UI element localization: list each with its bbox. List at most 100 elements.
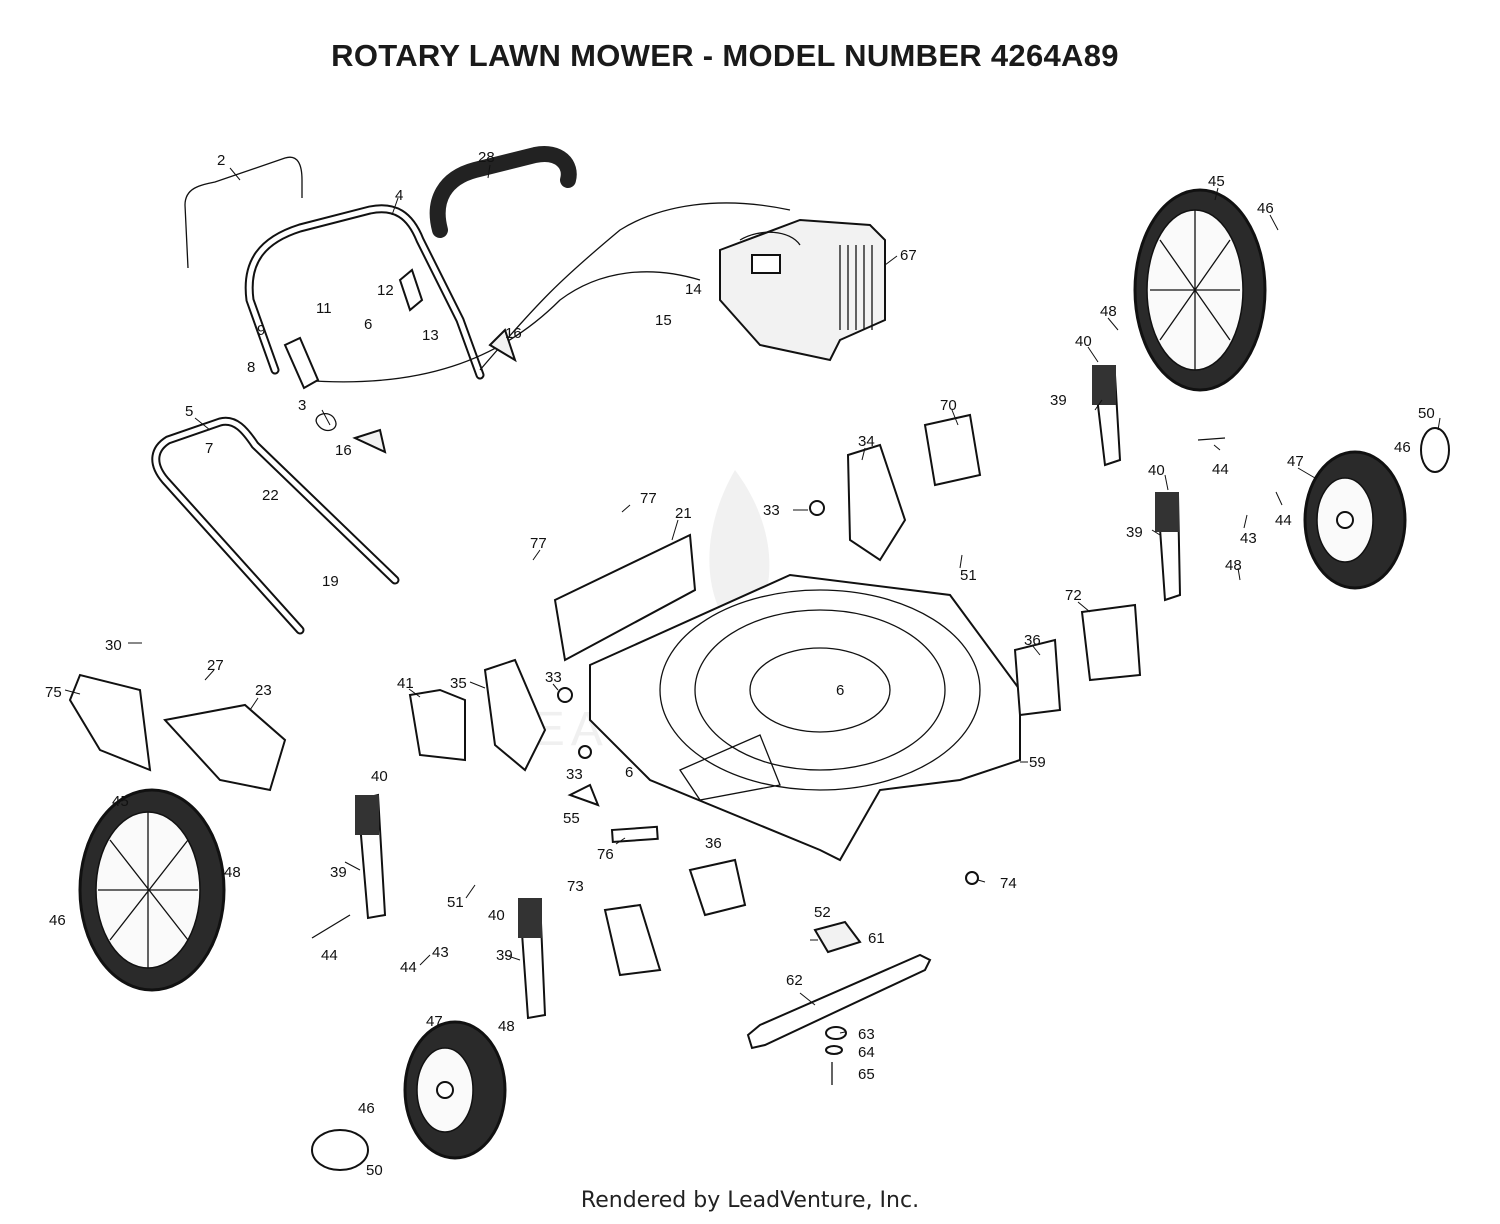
callout-33: 33 <box>763 502 780 519</box>
height-adjuster-front <box>518 898 547 1020</box>
callout-labels: 2 28 4 67 45 46 12 11 6 13 14 15 16 9 8 … <box>45 149 1435 1179</box>
callout-77: 77 <box>530 535 547 552</box>
bolt-44-left <box>311 914 351 939</box>
callout-64: 64 <box>858 1044 875 1061</box>
washer-64 <box>825 1045 843 1055</box>
callout-15: 15 <box>655 312 672 329</box>
callout-47: 47 <box>426 1013 443 1030</box>
callout-6: 6 <box>625 764 633 781</box>
callout-16: 16 <box>505 325 522 342</box>
callout-21: 21 <box>675 505 692 522</box>
callout-45: 45 <box>1208 173 1225 190</box>
callout-39: 39 <box>496 947 513 964</box>
callout-44: 44 <box>1212 461 1229 478</box>
callout-65: 65 <box>858 1066 875 1083</box>
callout-48: 48 <box>1225 557 1242 574</box>
callout-75: 75 <box>45 684 62 701</box>
callout-14: 14 <box>685 281 702 298</box>
front-wheel-right <box>1303 450 1407 590</box>
blade-adapter <box>813 920 862 954</box>
callout-55: 55 <box>563 810 580 827</box>
callout-19: 19 <box>322 573 339 590</box>
handle-grip <box>429 146 577 238</box>
callout-72: 72 <box>1065 587 1082 604</box>
wheel-bracket-35 <box>483 658 547 772</box>
callout-46: 46 <box>1257 200 1274 217</box>
callout-12: 12 <box>377 282 394 299</box>
throttle-cable <box>299 271 701 383</box>
nut-33-center <box>578 745 592 759</box>
callout-40: 40 <box>1148 462 1165 479</box>
callout-63: 63 <box>858 1026 875 1043</box>
callout-50: 50 <box>366 1162 383 1179</box>
callout-44: 44 <box>400 959 417 976</box>
callout-39: 39 <box>1050 392 1067 409</box>
callout-9: 9 <box>257 322 265 339</box>
callout-44: 44 <box>1275 512 1292 529</box>
callout-30: 30 <box>105 637 122 654</box>
discharge-door-76 <box>610 825 659 844</box>
bolt-44-top <box>1197 437 1226 441</box>
control-bail <box>184 156 303 269</box>
callout-28: 28 <box>478 149 495 166</box>
footer-credit: Rendered by LeadVenture, Inc. <box>580 1188 920 1213</box>
handle-bracket <box>283 336 320 390</box>
engine <box>719 218 886 362</box>
callout-74: 74 <box>1000 875 1017 892</box>
callout-59: 59 <box>1029 754 1046 771</box>
upper-handle <box>244 204 485 380</box>
callout-73: 73 <box>567 878 584 895</box>
callout-40: 40 <box>371 768 388 785</box>
callout-52: 52 <box>814 904 831 921</box>
knob-lower <box>352 428 387 454</box>
washer-63 <box>825 1026 847 1040</box>
discharge-chute <box>163 703 287 792</box>
callout-51: 51 <box>960 567 977 584</box>
callout-48: 48 <box>1100 303 1117 320</box>
callout-77: 77 <box>640 490 657 507</box>
callout-35: 35 <box>450 675 467 692</box>
callout-23: 23 <box>255 682 272 699</box>
callout-41: 41 <box>397 675 414 692</box>
callout-36: 36 <box>705 835 722 852</box>
callout-33: 33 <box>545 669 562 686</box>
leader-lines <box>64 164 1441 1034</box>
callout-50: 50 <box>1418 405 1435 422</box>
axle-plate-73 <box>603 903 662 977</box>
callout-34: 34 <box>858 433 875 450</box>
wheel-bracket-34 <box>846 443 907 562</box>
callout-70: 70 <box>940 397 957 414</box>
callout-6: 6 <box>364 316 372 333</box>
callout-13: 13 <box>422 327 439 344</box>
nut-33-deck <box>557 687 573 703</box>
callout-48: 48 <box>224 864 241 881</box>
callout-47: 47 <box>1287 453 1304 470</box>
callout-33: 33 <box>566 766 583 783</box>
rear-baffle <box>553 533 697 662</box>
mulch-plug-55 <box>567 783 600 807</box>
callout-76: 76 <box>597 846 614 863</box>
callout-61: 61 <box>868 930 885 947</box>
cutting-blade <box>746 953 932 1050</box>
rear-wheel-left <box>78 788 226 992</box>
control-cable <box>479 202 791 371</box>
callout-5: 5 <box>185 403 193 420</box>
rear-wheel-right <box>1133 188 1267 392</box>
axle-plate-72 <box>1080 603 1142 682</box>
callout-62: 62 <box>786 972 803 989</box>
callout-7: 7 <box>205 440 213 457</box>
hubcap-50-left <box>311 1129 369 1171</box>
callout-3: 3 <box>298 397 306 414</box>
callout-8: 8 <box>247 359 255 376</box>
nut-74 <box>965 871 979 885</box>
callout-48: 48 <box>498 1018 515 1035</box>
height-adjuster-right <box>1155 492 1182 602</box>
callout-40: 40 <box>1075 333 1092 350</box>
callout-2: 2 <box>217 152 225 169</box>
height-adjuster-left <box>355 793 387 920</box>
height-bracket-left <box>408 688 466 762</box>
callout-46: 46 <box>1394 439 1411 456</box>
front-wheel-left <box>403 1020 507 1160</box>
callout-11: 11 <box>316 300 332 317</box>
callout-39: 39 <box>330 864 347 881</box>
